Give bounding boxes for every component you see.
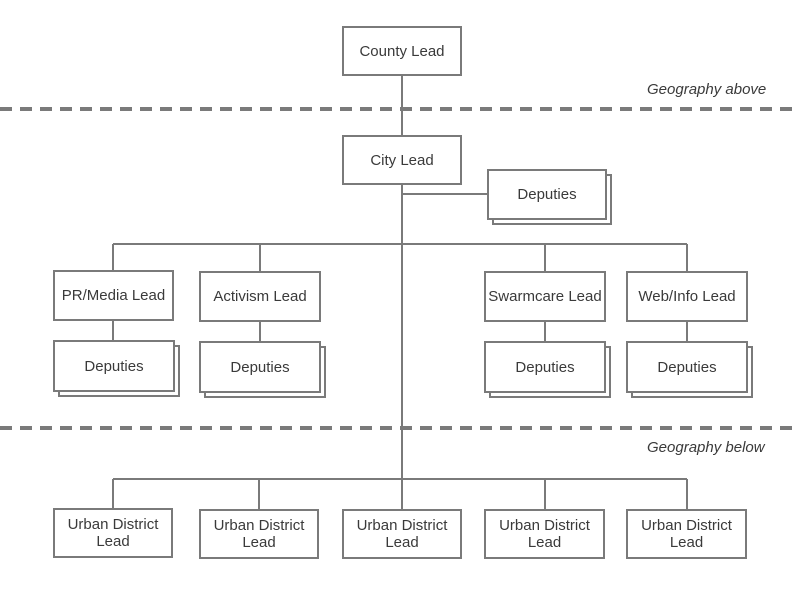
city-deputies-box: Deputies [487,169,607,220]
county-lead-box: County Lead [342,26,462,76]
urban-district-lead-4: Urban District Lead [484,509,605,559]
urban-district-lead-2: Urban District Lead [199,509,319,559]
dept-lead-activism: Activism Lead [199,271,321,322]
dept-deputies-stack-4: Deputies [626,341,753,398]
geography-above-label: Geography above [647,81,767,98]
urban-district-lead-1: Urban District Lead [53,508,173,558]
dept-lead-web-info: Web/Info Lead [626,271,748,322]
urban-district-lead-3: Urban District Lead [342,509,462,559]
dept-deputies-stack-2: Deputies [199,341,326,398]
dept-lead-pr-media: PR/Media Lead [53,270,174,321]
dept-deputies-stack-3: Deputies [484,341,611,398]
city-deputies-stack: Deputies [487,169,612,225]
dept-deputies-stack-1: Deputies [53,340,180,397]
dept-deputies-web-info: Deputies [626,341,748,393]
dept-deputies-activism: Deputies [199,341,321,393]
city-lead-box: City Lead [342,135,462,185]
dept-lead-swarmcare: Swarmcare Lead [484,271,606,322]
dept-deputies-pr-media: Deputies [53,340,175,392]
dept-deputies-swarmcare: Deputies [484,341,606,393]
geography-below-label: Geography below [647,439,765,456]
urban-district-lead-5: Urban District Lead [626,509,747,559]
